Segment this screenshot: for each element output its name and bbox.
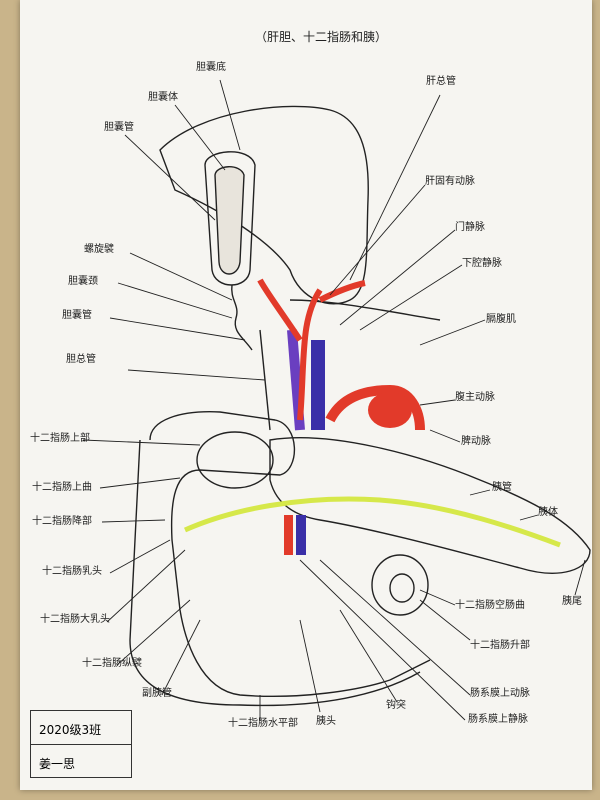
label-diaphragm-muscle: 膈腹肌 (486, 314, 516, 325)
hepatic-artery (257, 278, 366, 421)
sma-vessel (284, 515, 293, 555)
label-accessory-pancreatic-duct: 副胰管 (142, 688, 172, 699)
duodenal-bulb (196, 431, 274, 489)
label-proper-hepatic-artery: 肝固有动脉 (425, 176, 475, 187)
label-cystic-duct: 胆囊管 (62, 310, 92, 321)
gallbladder-inner (214, 166, 245, 275)
label-superior-mesenteric-vein: 肠系膜上静脉 (468, 714, 528, 725)
gallbladder (204, 151, 256, 286)
label-pancreatic-duct: 胰管 (492, 482, 512, 493)
label-splenic-artery: 脾动脉 (461, 436, 491, 447)
cystic-duct (231, 284, 253, 351)
label-gallbladder-body: 胆囊体 (148, 92, 178, 103)
stomach-line (289, 299, 441, 321)
label-gallbladder-neck: 胆囊颈 (68, 276, 98, 287)
label-pancreas-body: 胰体 (538, 507, 558, 518)
label-portal-vein: 门静脉 (455, 222, 485, 233)
label-duodenum-superior-flexure: 十二指肠上曲 (32, 482, 92, 493)
name-row: 姜一思 (31, 744, 131, 778)
label-duodenal-papilla: 十二指肠乳头 (42, 566, 102, 577)
jejunum-lumen (389, 573, 415, 603)
class-text: 2020级3班 (39, 723, 102, 737)
label-pancreas-head: 胰头 (316, 716, 336, 727)
duodenum-outer (129, 439, 421, 707)
label-gallbladder-fundus: 胆囊底 (196, 62, 226, 73)
duodenum (149, 411, 431, 697)
label-uncinate-process: 钩突 (386, 700, 406, 711)
label-inferior-vena-cava: 下腔静脉 (462, 258, 502, 269)
label-common-bile-duct: 胆总管 (66, 354, 96, 365)
label-common-hepatic-duct: 肝总管 (426, 76, 456, 87)
liver-outline (159, 105, 369, 305)
paper-sheet (20, 0, 592, 790)
pancreatic-duct (183, 496, 561, 548)
label-superior-mesenteric-artery: 肠系膜上动脉 (470, 688, 530, 699)
label-cystic-duct-top: 胆囊管 (104, 122, 134, 133)
class-row: 2020级3班 (31, 711, 131, 744)
diagram-title: （肝胆、十二指肠和胰） (255, 30, 388, 44)
jejunum-loop (371, 554, 429, 616)
label-spiral-fold: 螺旋襞 (84, 244, 114, 255)
label-pancreas-tail: 胰尾 (562, 596, 582, 607)
label-abdominal-aorta: 腹主动脉 (455, 392, 495, 403)
celiac-trunk (325, 384, 425, 431)
label-duodenum-superior: 十二指肠上部 (30, 433, 90, 444)
signature-box: 2020级3班 姜一思 (30, 710, 132, 778)
label-duodenum-descending: 十二指肠降部 (32, 516, 92, 527)
label-major-duodenal-papilla: 十二指肠大乳头 (40, 614, 110, 625)
label-duodenal-longitudinal-fold: 十二指肠纵襞 (82, 658, 142, 669)
smv-vessel (296, 515, 306, 555)
pancreas (269, 437, 591, 574)
label-duodenojejunal-flexure: 十二指肠空肠曲 (455, 600, 525, 611)
label-duodenum-ascending: 十二指肠升部 (470, 640, 530, 651)
name-text: 姜一思 (39, 757, 76, 771)
label-duodenum-horizontal: 十二指肠水平部 (228, 718, 298, 729)
splenic-artery-bulge (368, 392, 412, 428)
